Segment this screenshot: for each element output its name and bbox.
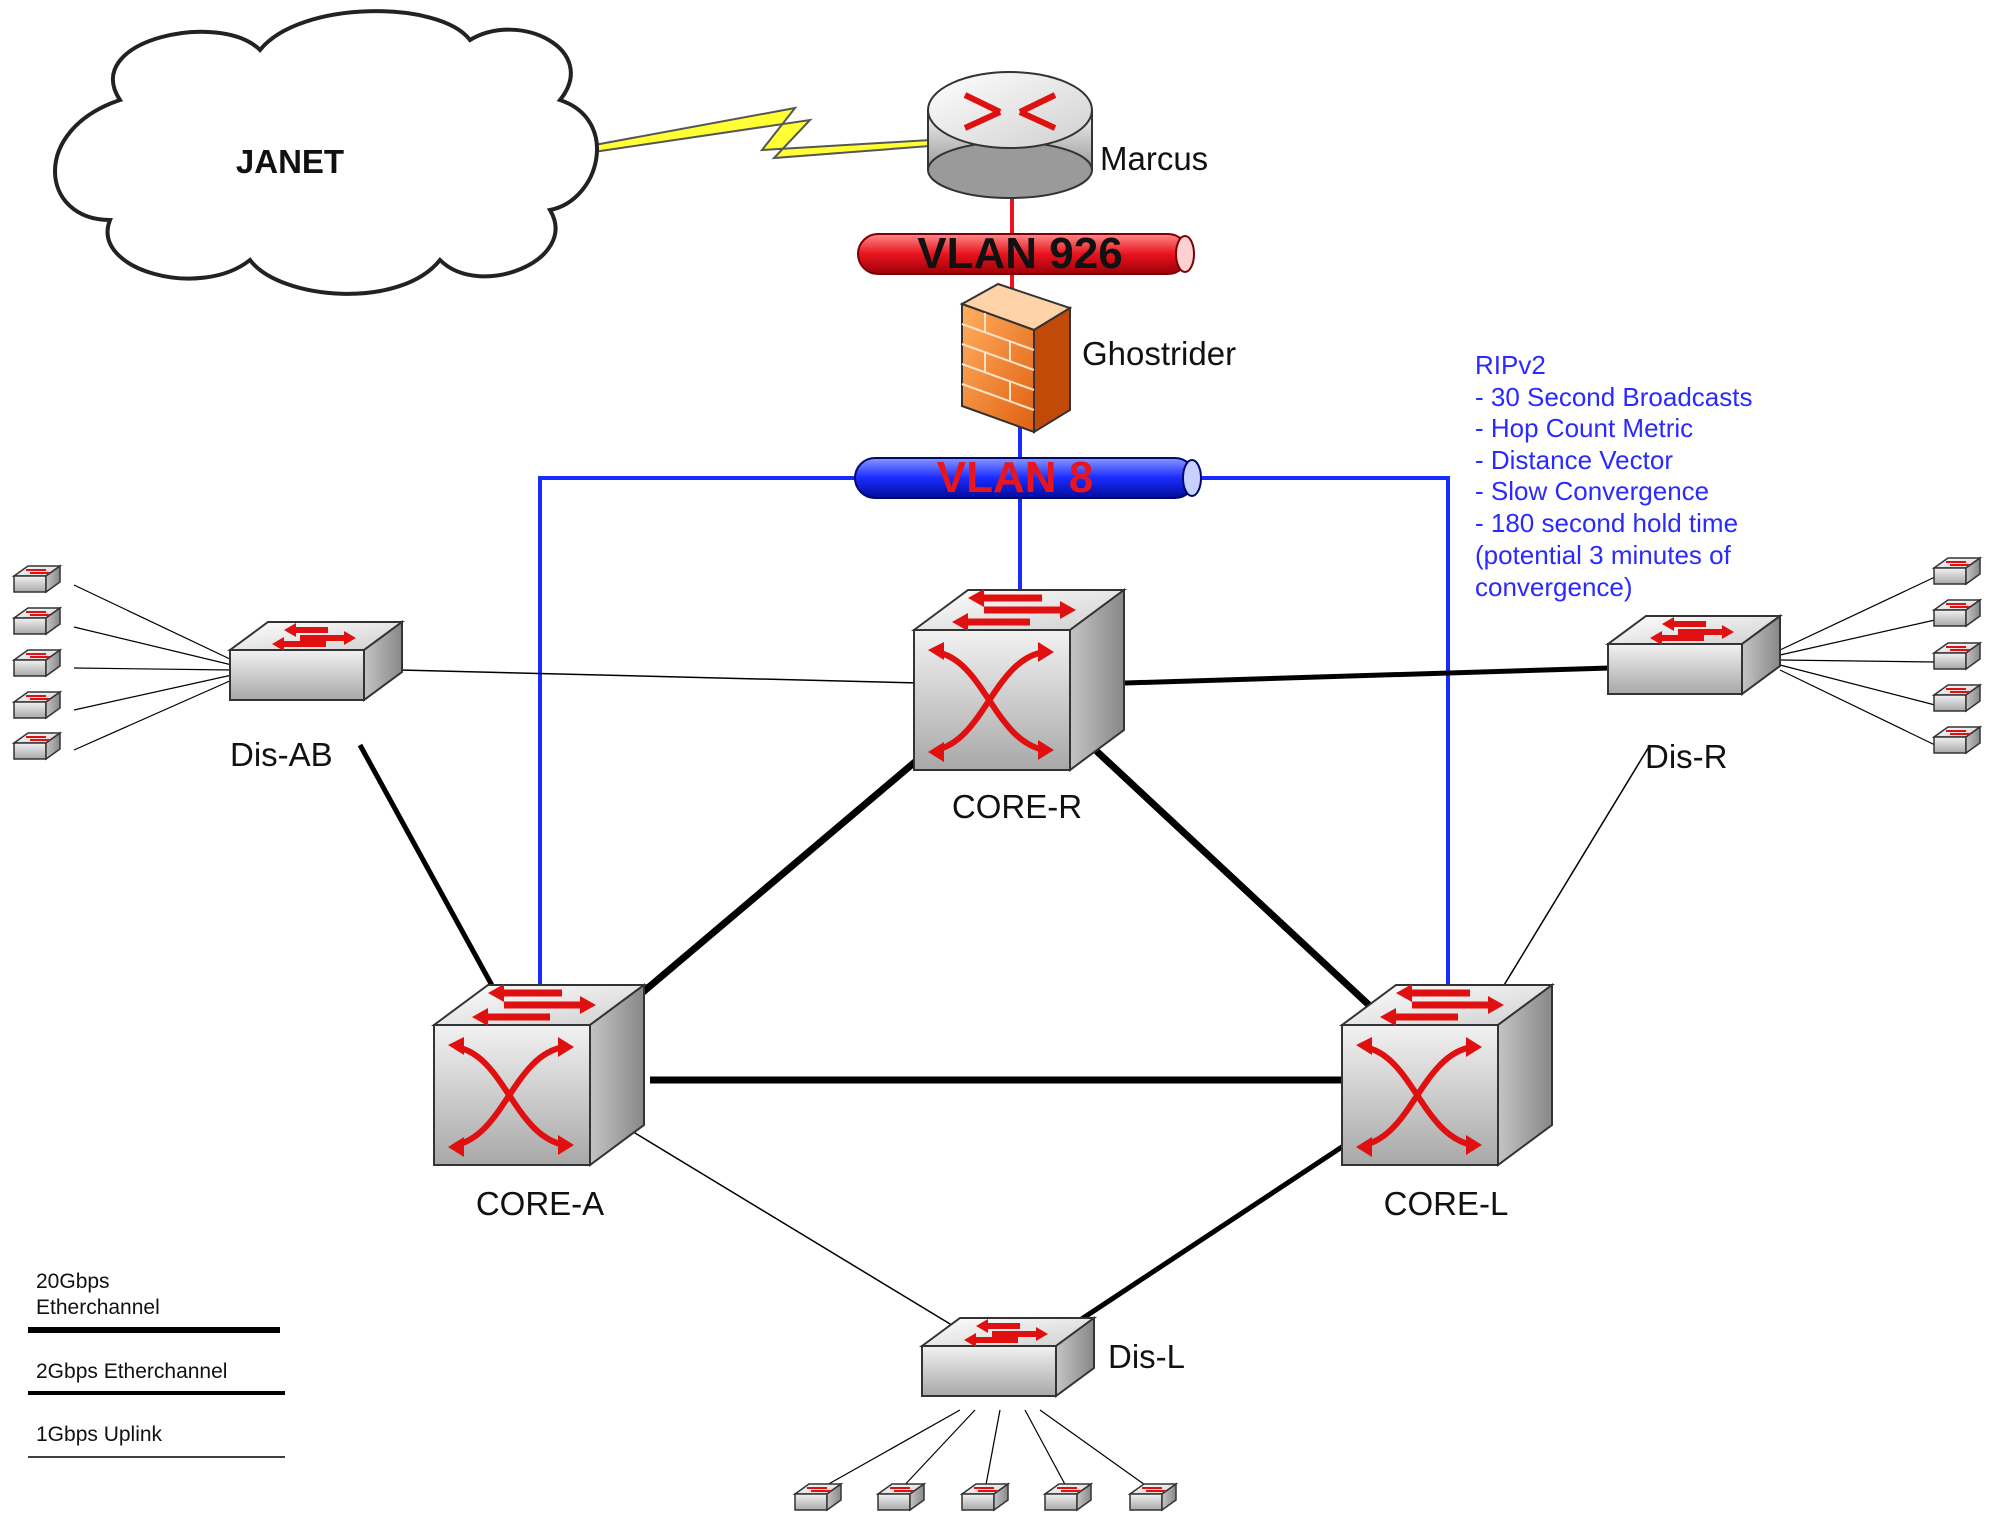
link-dis-r-core-r [1124,665,1611,686]
access-switch-icon [13,607,61,635]
dis-r-label: Dis-R [1645,738,1727,775]
core-l-label: CORE-L [1384,1185,1509,1222]
vlan8-link-core-a [538,476,860,985]
access-switch-icon [794,1483,842,1511]
link-dis-r-core-l [1494,744,1651,1001]
vlan8-link-core-l [1190,476,1450,985]
link-core-r-core-l [1087,742,1388,1023]
link-dis-l-core-a [629,1129,961,1331]
access-switch-icon [13,649,61,677]
link-core-r-core-a [607,742,938,1023]
core-a-switch-icon [434,984,644,1165]
legend-label: 20Gbps [36,1270,110,1293]
dis-ab-access-links [73,584,233,751]
dis-l-label: Dis-L [1108,1338,1185,1375]
core-l-switch-icon [1342,984,1552,1165]
ripv2-note: RIPv2 - 30 Second Broadcasts - Hop Count… [1475,350,1760,602]
access-switch-icon [1044,1483,1092,1511]
note-line: RIPv2 [1475,350,1546,380]
dis-ab-label: Dis-AB [230,736,333,773]
dis-l-access-links [817,1409,1153,1491]
firewall-icon [959,282,1073,434]
note-line: - Distance Vector [1475,445,1673,475]
vlan926-label: VLAN 926 [917,229,1122,278]
link-dis-ab-core-a [357,743,503,1002]
vlan8-label: VLAN 8 [937,453,1093,502]
access-switch-icon [1933,642,1981,670]
legend-label: 2Gbps Etherchannel [36,1360,227,1383]
note-line: - 30 Second Broadcasts [1475,382,1753,412]
dis-ab-access-switches [13,565,61,760]
access-switch-icon [13,565,61,593]
note-line: convergence) [1475,572,1633,602]
janet-cloud: JANET [53,9,599,296]
dis-r-switch-icon [1608,616,1780,694]
access-switch-icon [1129,1483,1177,1511]
wan-lightning-link [576,106,931,160]
core-a-label: CORE-A [476,1185,604,1222]
note-line: - 180 second hold time [1475,508,1738,538]
legend-label: 1Gbps Uplink [36,1423,163,1446]
dis-l-access-switches [794,1483,1177,1511]
link-dis-ab-core-r [399,669,921,684]
link-legend: 20Gbps Etherchannel 2Gbps Etherchannel 1… [28,1270,285,1458]
vlan926-pipe [857,233,1195,275]
janet-label: JANET [236,143,344,180]
note-line: - Hop Count Metric [1475,413,1693,443]
access-switch-icon [1933,684,1981,712]
legend-label: Etherchannel [36,1296,160,1319]
firewall-label: Ghostrider [1082,335,1236,372]
note-line: - Slow Convergence [1475,476,1709,506]
access-switch-icon [13,732,61,760]
access-switch-icon [1933,726,1981,754]
router-icon [927,71,1093,199]
dis-ab-switch-icon [230,622,402,700]
dis-r-access-links [1779,576,1936,746]
access-switch-icon [877,1483,925,1511]
access-switch-icon [961,1483,1009,1511]
dis-l-switch-icon [922,1318,1094,1396]
access-switch-icon [1933,557,1981,585]
access-switch-icon [13,691,61,719]
access-switch-icon [1933,599,1981,627]
router-label: Marcus [1100,140,1208,177]
core-r-label: CORE-R [952,788,1082,825]
dis-r-access-switches [1933,557,1981,754]
core-r-switch-icon [914,589,1124,770]
note-line: (potential 3 minutes of [1475,540,1732,570]
link-dis-l-core-l [1063,1132,1362,1333]
vlan8-pipe [854,457,1202,499]
